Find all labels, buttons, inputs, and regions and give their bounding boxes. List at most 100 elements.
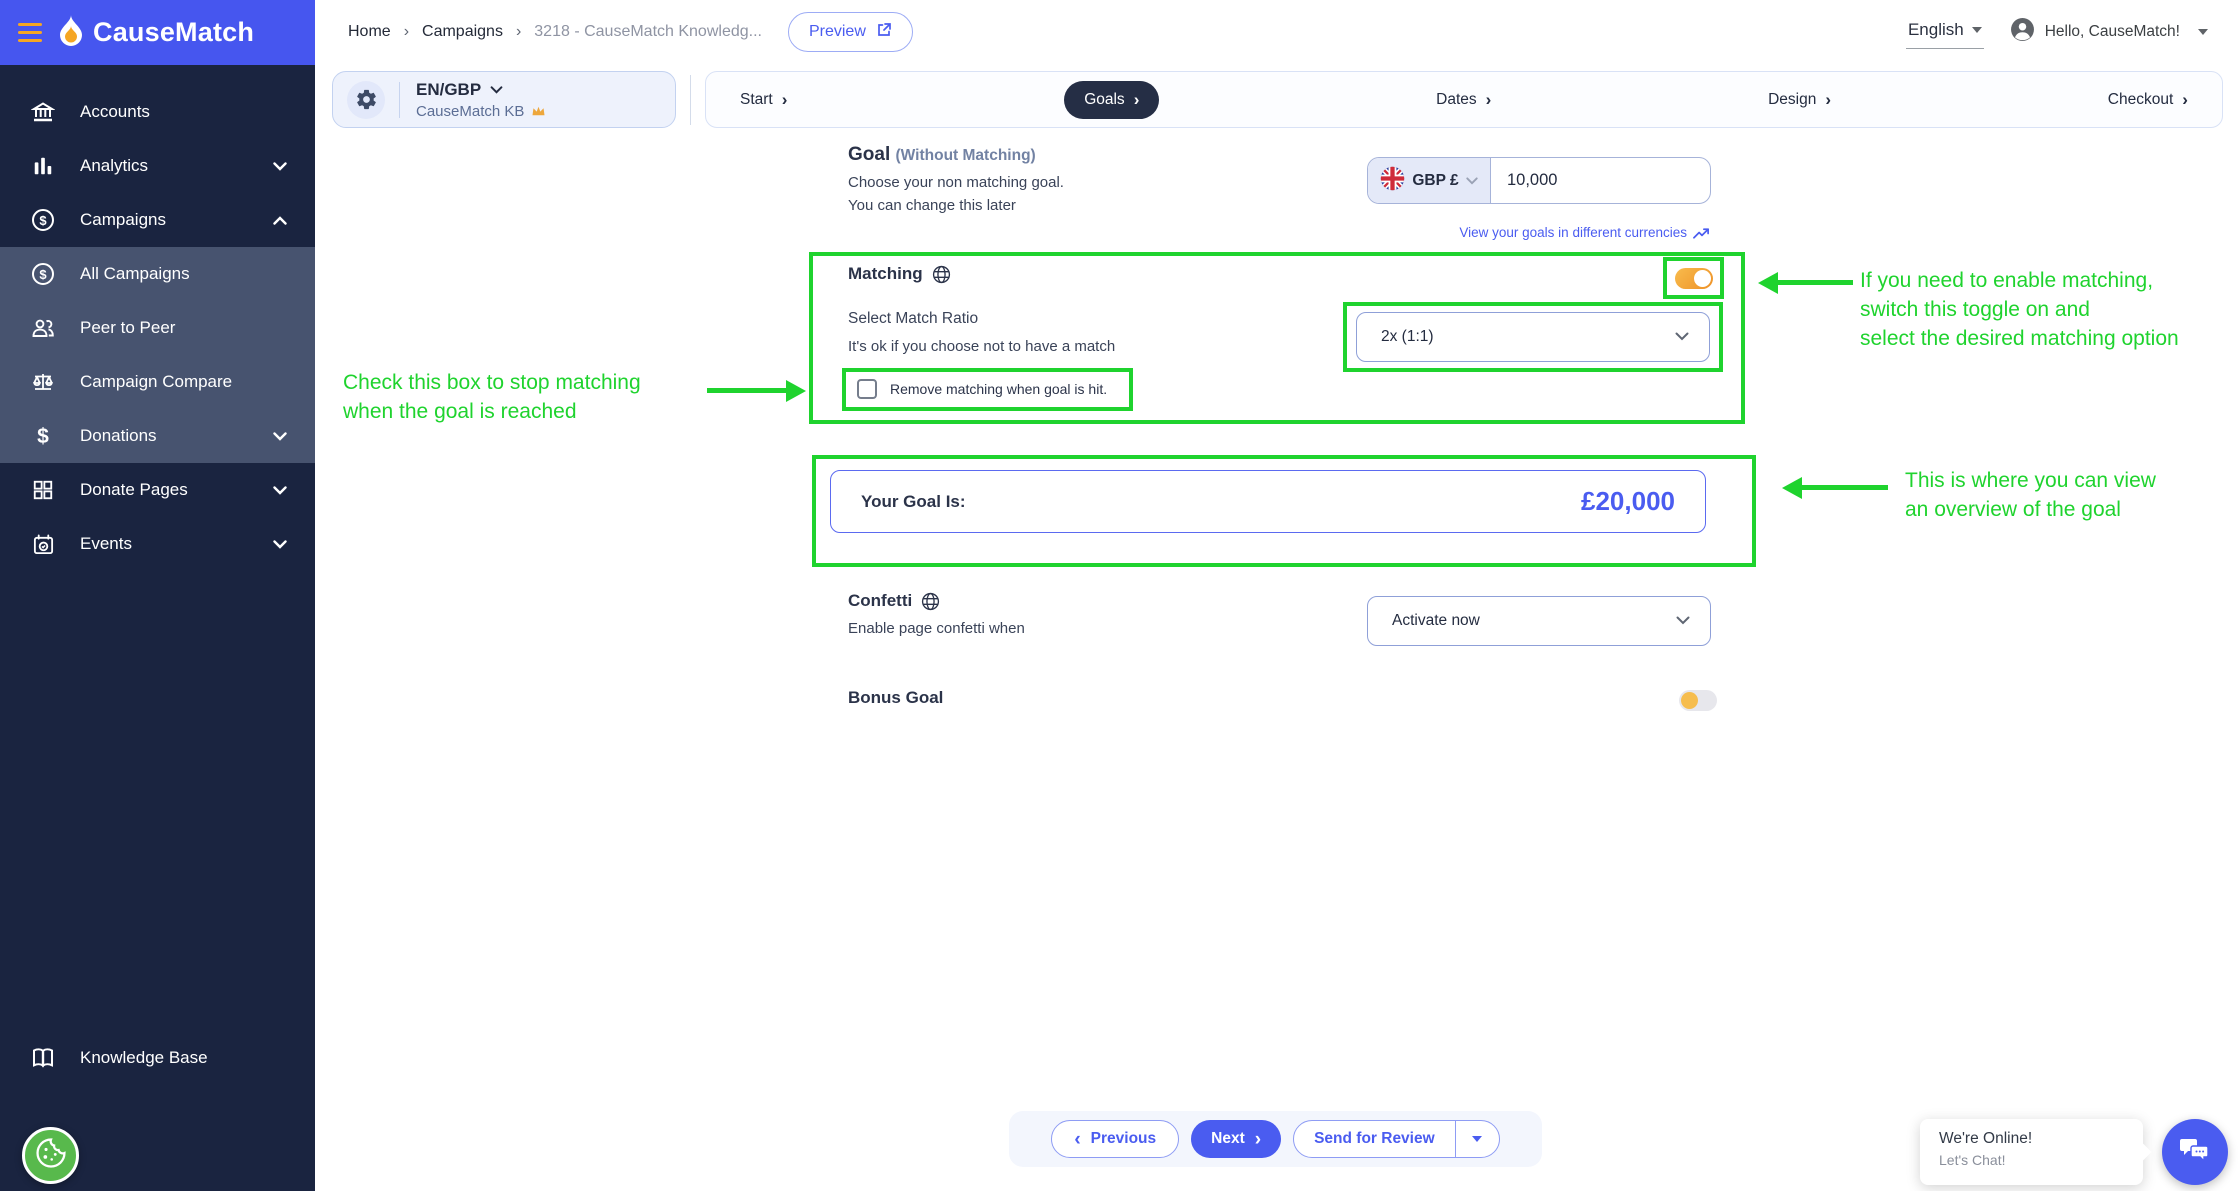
gear-icon[interactable]	[347, 80, 385, 119]
send-for-review-button[interactable]: Send for Review	[1294, 1121, 1455, 1157]
chevron-down-icon	[1676, 612, 1690, 630]
campaign-name-label: CauseMatch KB	[416, 102, 525, 120]
grid-icon	[30, 479, 56, 501]
previous-button[interactable]: ‹ Previous	[1051, 1120, 1180, 1158]
tab-label: Goals	[1084, 90, 1125, 108]
sidebar-item-campaigns[interactable]: $ Campaigns	[0, 193, 315, 247]
checkbox-label: Remove matching when goal is hit.	[890, 381, 1108, 397]
user-menu[interactable]: Hello, CauseMatch!	[2010, 17, 2208, 47]
remove-matching-checkbox-row[interactable]: Remove matching when goal is hit.	[857, 379, 1107, 399]
checkbox-icon[interactable]	[857, 379, 877, 399]
locale-label: EN/GBP	[416, 79, 482, 99]
chevron-right-icon: ›	[781, 90, 788, 109]
goal-overview-box: Your Goal Is: £20,000	[830, 470, 1706, 533]
topbar-right: English Hello, CauseMatch!	[1905, 16, 2208, 49]
chevron-up-icon	[273, 210, 287, 230]
annotation-box-overview	[812, 455, 1756, 567]
breadcrumb-campaigns[interactable]: Campaigns	[422, 23, 503, 40]
scales-icon	[30, 370, 56, 394]
annotation-box-ratio	[1343, 302, 1723, 372]
next-button[interactable]: Next ›	[1191, 1120, 1282, 1158]
crown-icon	[532, 106, 545, 116]
confetti-description: Enable page confetti when	[848, 620, 1025, 637]
bar-chart-icon	[30, 155, 56, 177]
sidebar-item-accounts[interactable]: Accounts	[0, 85, 315, 139]
chevron-down-icon	[273, 156, 287, 176]
avatar-icon	[2010, 17, 2035, 47]
bonus-goal-toggle[interactable]	[1679, 690, 1717, 711]
sidebar-header: CauseMatch	[0, 0, 315, 65]
language-select[interactable]: English	[1905, 16, 1984, 49]
preview-button[interactable]: Preview	[787, 12, 913, 52]
sidebar-item-knowledge-base[interactable]: Knowledge Base	[0, 1031, 315, 1085]
view-currencies-link[interactable]: View your goals in different currencies	[1367, 225, 1710, 240]
goal-title-suffix: (Without Matching)	[895, 147, 1036, 164]
annotation-arrow-left	[1782, 476, 1888, 499]
annotation-checkbox-note: Check this box to stop matching when the…	[343, 371, 641, 423]
greeting-label: Hello, CauseMatch!	[2044, 23, 2180, 40]
chat-status-text: We're Online!	[1939, 1130, 2033, 1147]
tab-label: Start	[740, 90, 773, 108]
sidebar-item-donate-pages[interactable]: Donate Pages	[0, 463, 315, 517]
caret-down-icon	[1971, 26, 1982, 33]
sidebar-item-peer-to-peer[interactable]: Peer to Peer	[0, 301, 315, 355]
send-for-review-caret[interactable]	[1454, 1121, 1499, 1157]
svg-text:$: $	[39, 213, 47, 228]
send-for-review-split-button: Send for Review	[1293, 1120, 1500, 1158]
breadcrumb-home[interactable]: Home	[348, 23, 391, 40]
match-ratio-hint: It's ok if you choose not to have a matc…	[848, 338, 1116, 355]
sidebar-item-donations[interactable]: $ Donations	[0, 409, 315, 463]
trending-up-icon	[1693, 227, 1709, 239]
annotation-arrow-left	[1758, 271, 1853, 294]
goal-amount-input[interactable]: 10,000	[1507, 171, 1558, 189]
chat-status-card[interactable]: We're Online! Let's Chat!	[1920, 1119, 2143, 1185]
chevron-down-icon	[490, 85, 503, 94]
match-ratio-label: Select Match Ratio	[848, 310, 979, 327]
cookie-consent-button[interactable]	[22, 1127, 79, 1184]
tab-start[interactable]: Start ›	[740, 91, 787, 109]
footer-nav: ‹ Previous Next › Send for Review	[1009, 1111, 1542, 1167]
sidebar-item-label: Events	[80, 534, 132, 553]
divider	[399, 81, 400, 118]
topbar: Home › Campaigns › 3218 - CauseMatch Kno…	[315, 0, 2238, 64]
open-book-icon	[30, 1046, 56, 1070]
confetti-dropdown-value: Activate now	[1392, 612, 1480, 629]
sidebar-item-campaign-compare[interactable]: Campaign Compare	[0, 355, 315, 409]
logo[interactable]: CauseMatch	[58, 14, 254, 51]
chevron-right-icon: ›	[1133, 90, 1140, 109]
tab-dates[interactable]: Dates›	[1436, 91, 1491, 109]
step-tabs: Start › Goals › Dates› Design› Checkout›	[705, 71, 2223, 128]
tab-checkout[interactable]: Checkout›	[2108, 91, 2188, 109]
sidebar-nav: Accounts Analytics $ Campaigns	[0, 65, 315, 571]
chat-cta-text: Let's Chat!	[1939, 1152, 2006, 1168]
tab-design[interactable]: Design›	[1768, 91, 1831, 109]
sidebar-item-events[interactable]: Events	[0, 517, 315, 571]
chevron-right-icon: ›	[1254, 1128, 1262, 1150]
view-currencies-label: View your goals in different currencies	[1459, 225, 1687, 240]
next-label: Next	[1211, 1130, 1245, 1147]
hamburger-menu-icon[interactable]	[18, 23, 42, 42]
annotation-overview-note: This is where you can view an overview o…	[1905, 469, 2156, 521]
people-icon	[30, 316, 56, 340]
tab-goals[interactable]: Goals ›	[1064, 80, 1160, 119]
globe-icon	[922, 592, 940, 610]
campaign-switcher[interactable]: EN/GBP CauseMatch KB	[332, 71, 676, 128]
send-for-review-label: Send for Review	[1314, 1130, 1435, 1147]
match-ratio-dropdown[interactable]: 2x (1:1)	[1356, 312, 1710, 362]
locale-selector[interactable]: EN/GBP	[416, 80, 546, 100]
sidebar-item-all-campaigns[interactable]: $ All Campaigns	[0, 247, 315, 301]
currency-selector[interactable]: GBP £	[1368, 158, 1491, 203]
bank-icon	[30, 100, 56, 124]
flame-logo-icon	[58, 14, 84, 51]
divider	[690, 75, 691, 125]
sidebar-item-analytics[interactable]: Analytics	[0, 139, 315, 193]
confetti-dropdown[interactable]: Activate now	[1367, 596, 1711, 646]
matching-toggle[interactable]	[1675, 268, 1713, 289]
language-label: English	[1907, 19, 1964, 39]
chat-launcher-button[interactable]	[2162, 1119, 2228, 1185]
chat-bubbles-icon	[2179, 1136, 2211, 1169]
calendar-icon	[30, 533, 56, 556]
main-area: Home › Campaigns › 3218 - CauseMatch Kno…	[315, 0, 2238, 1191]
chevron-down-icon	[273, 480, 287, 500]
